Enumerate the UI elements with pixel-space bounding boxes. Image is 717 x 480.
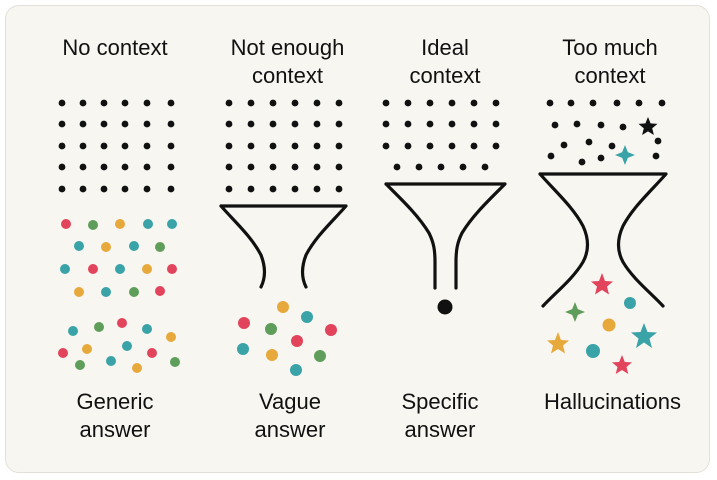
input-dots-too-much (546, 99, 666, 166)
teal-sparkle-icon (615, 145, 635, 165)
funnel-ideal (384, 182, 507, 290)
caption-generic-answer: Generic answer (76, 389, 154, 442)
caption-specific-answer: Specific answer (401, 389, 479, 442)
pink-star-icon (612, 355, 632, 374)
colored-dots-generic-answer (58, 219, 180, 373)
colored-dots-vague-answer (237, 301, 337, 376)
caption-hallucinations: Hallucinations (544, 389, 681, 414)
single-output-dot (437, 299, 453, 315)
teal-star-icon (631, 323, 657, 348)
input-dot-grid-ideal (382, 99, 500, 171)
funnel-not-enough (219, 204, 348, 289)
caption-vague-answer: Vague answer (254, 389, 326, 442)
hallucination-shapes (547, 273, 657, 374)
funnel-too-much (538, 172, 668, 308)
panel-title-no-context: No context (62, 35, 168, 60)
panel-title-too-much-context: Too much context (562, 35, 658, 88)
diagram-card (5, 5, 710, 473)
input-dot-grid-no-context (58, 99, 175, 193)
panel-title-not-enough-context: Not enough context (230, 35, 345, 88)
green-sparkle-icon (565, 302, 585, 322)
black-star-icon (638, 117, 658, 135)
panel-title-ideal-context: Ideal context (409, 35, 481, 88)
red-star-icon (591, 273, 613, 295)
input-dot-grid-not-enough (225, 99, 343, 193)
gold-star-icon (547, 332, 569, 354)
